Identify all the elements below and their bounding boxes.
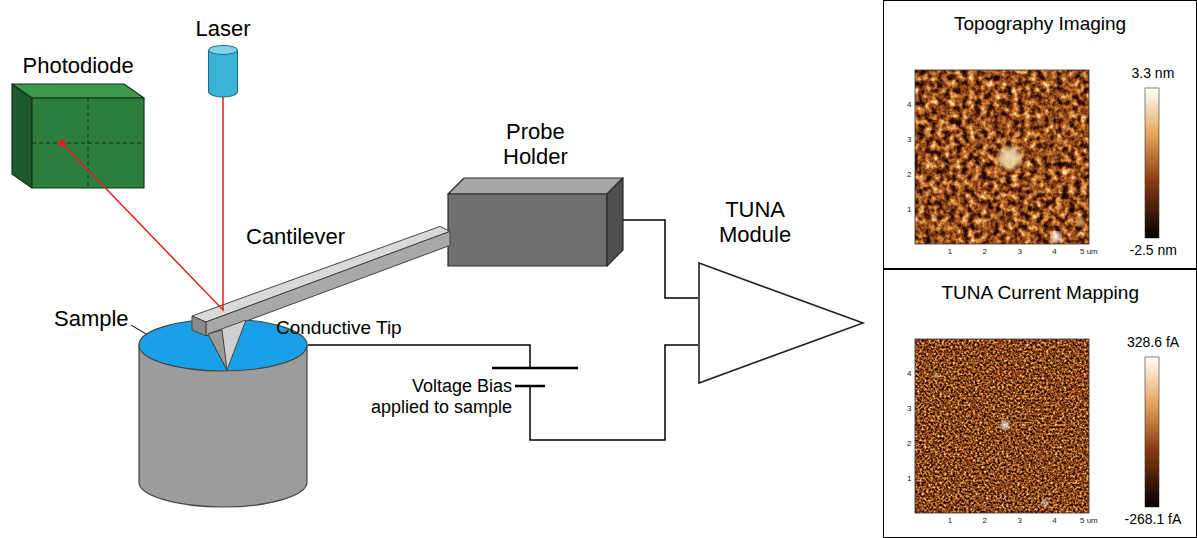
amplifier-triangle-outline: [698, 262, 864, 384]
image-panel: Topography Imaging 3.3 nm -2.5 nm: [883, 0, 1197, 269]
part-label: TUNA Module: [719, 197, 791, 248]
axis-tick: 2: [907, 439, 911, 448]
image-panel: TUNA Current Mapping 328.6 fA -268.1 fA: [883, 269, 1197, 538]
photodiode-box: Photodiode: [12, 84, 144, 188]
axis-tick: 4: [1052, 247, 1056, 256]
part-label: Cantilever: [246, 224, 345, 249]
axis-tick: 2: [907, 170, 911, 179]
amplifier-triangle: TUNA Module: [698, 262, 864, 384]
wire: [308, 345, 698, 440]
scale-value: -268.1 fA: [1125, 511, 1182, 527]
axis-tick: 2: [983, 516, 987, 525]
color-scale: [1145, 88, 1159, 238]
color-scale: [1145, 357, 1159, 507]
axis-tick: 5 um: [1080, 247, 1098, 256]
axis-tick: 4: [1052, 516, 1056, 525]
probe-holder-outline: [448, 178, 623, 266]
axis-tick: 3: [907, 404, 911, 413]
axis-tick: 4: [907, 100, 911, 109]
axis-tick: 5 um: [1080, 516, 1098, 525]
axis-tick: 4: [907, 369, 911, 378]
scale-value: -2.5 nm: [1130, 242, 1177, 258]
bias-label: Voltage Bias applied to sample: [362, 376, 512, 417]
part-label: Laser: [196, 16, 251, 41]
axis-tick: 2: [983, 247, 987, 256]
laser-source-outline: [208, 45, 238, 97]
scale-value: 328.6 fA: [1127, 334, 1179, 350]
photodiode-box-outline: [12, 84, 144, 188]
axis-tick: 1: [907, 474, 911, 483]
panel-title: Topography Imaging: [954, 13, 1126, 35]
probe-holder: Probe Holder: [448, 178, 623, 266]
panel-title: TUNA Current Mapping: [942, 282, 1139, 304]
part-label: Sample: [54, 306, 129, 331]
scale-value: 3.3 nm: [1132, 65, 1175, 81]
wire: [623, 220, 698, 298]
part-label: Probe Holder: [503, 119, 568, 170]
axis-tick: 1: [948, 516, 952, 525]
axis-tick: 1: [907, 205, 911, 214]
axis-tick: 3: [1017, 516, 1021, 525]
laser-source: Laser: [208, 45, 238, 97]
axis-tick: 3: [907, 135, 911, 144]
axis-tick: 1: [948, 247, 952, 256]
part-label: Conductive Tip: [276, 317, 402, 339]
axis-tick: 3: [1017, 247, 1021, 256]
part-label: Photodiode: [23, 53, 134, 78]
current-image: [915, 339, 1089, 513]
topography-image: [915, 70, 1089, 244]
